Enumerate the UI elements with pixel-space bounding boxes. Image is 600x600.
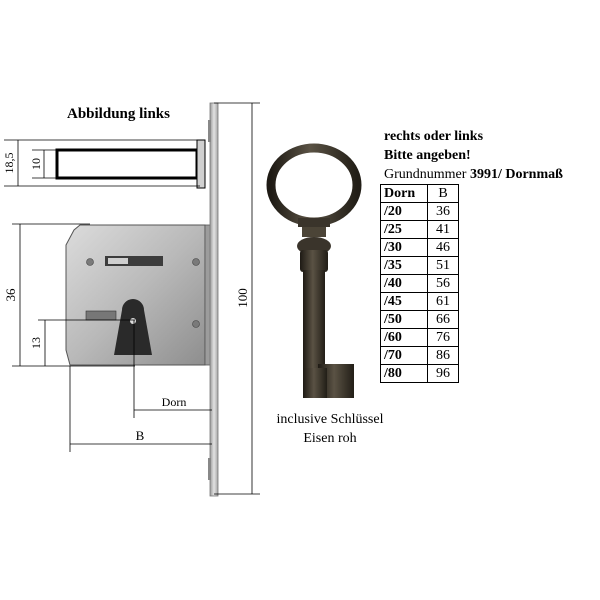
dimension-100 (214, 102, 260, 495)
table-cell-b: 46 (427, 238, 459, 257)
key-illustration (266, 143, 362, 398)
dim-label-18-5: 18,5 (2, 153, 16, 174)
table-header-b: B (427, 184, 459, 203)
dim-label-b: B (136, 428, 145, 443)
table-cell-b: 66 (427, 310, 459, 329)
lock-body (65, 224, 215, 366)
table-cell-dorn: /25 (380, 220, 428, 239)
table-cell-b: 41 (427, 220, 459, 239)
table-cell-dorn: /20 (380, 202, 428, 221)
table-cell-dorn: /35 (380, 256, 428, 275)
note-base-number-value: 3991/ Dornmaß (469, 167, 563, 182)
table-cell-dorn: /50 (380, 310, 428, 329)
heading-abbildung-links: Abbildung links (67, 106, 170, 122)
table-cell-dorn: /70 (380, 346, 428, 365)
dimension-18-5 (4, 139, 200, 187)
dim-label-13: 13 (29, 337, 43, 349)
table-cell-b: 96 (427, 364, 459, 383)
dim-label-10: 10 (29, 158, 43, 170)
table-cell-b: 86 (427, 346, 459, 365)
table-cell-b: 51 (427, 256, 459, 275)
table-header-row: Dorn B (380, 184, 459, 203)
table-cell-b: 76 (427, 328, 459, 347)
dim-label-dorn: Dorn (162, 395, 187, 409)
key-caption-line1: inclusive Schlüssel (276, 412, 384, 427)
table-cell-dorn: /45 (380, 292, 428, 311)
note-base-number: Grundnummer 3991/ Dornmaß (384, 167, 563, 183)
dim-label-100: 100 (235, 288, 250, 308)
note-specify: Bitte angeben! (384, 148, 471, 163)
dimension-dorn-b (69, 320, 212, 452)
table-cell-b: 56 (427, 274, 459, 293)
table-cell-dorn: /30 (380, 238, 428, 257)
dimension-36-13 (12, 223, 135, 367)
note-direction: rechts oder links (384, 129, 484, 144)
table-cell-b: 61 (427, 292, 459, 311)
table-cell-b: 36 (427, 202, 459, 221)
table-cell-dorn: /80 (380, 364, 428, 383)
note-base-number-prefix: Grundnummer (384, 167, 470, 182)
dim-label-36: 36 (3, 288, 18, 302)
table-cell-dorn: /60 (380, 328, 428, 347)
bolt-side-view (55, 139, 206, 189)
table-header-dorn: Dorn (380, 184, 428, 203)
key-caption-line2: Eisen roh (303, 431, 357, 446)
table-cell-dorn: /40 (380, 274, 428, 293)
